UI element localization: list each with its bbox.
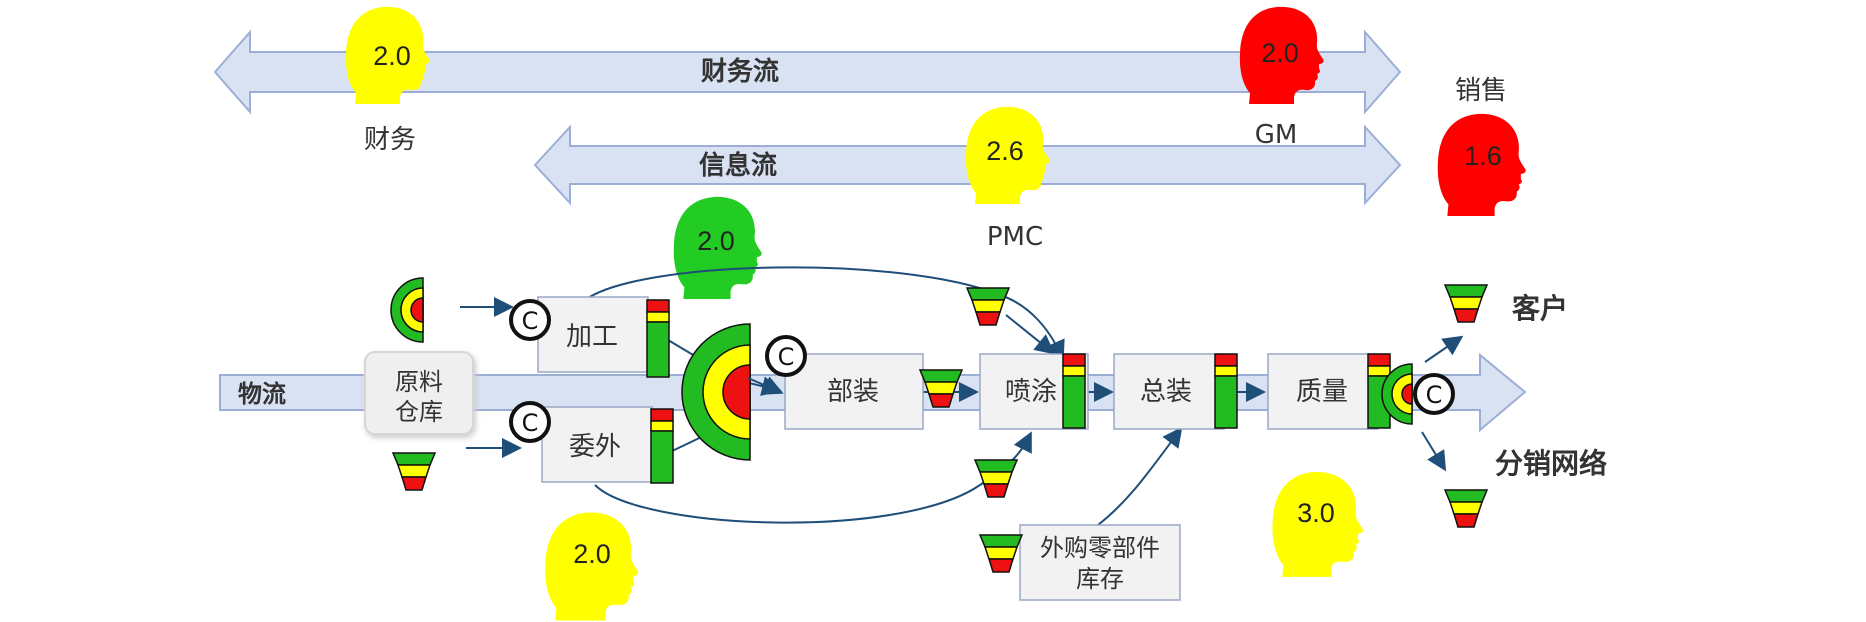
supermarket-out-arrow [747,376,784,395]
gm-head: 2.0 [1239,6,1324,105]
finance-head: 2.0 [345,6,430,105]
subassembly-control-letter: C [778,343,795,371]
purchased-parts-cup [978,534,1024,573]
quality-head-score: 3.0 [1297,498,1335,528]
quality-head: 3.0 [1272,471,1363,577]
gm-head-score: 2.0 [1261,38,1299,68]
machining-box: 加工 [537,296,649,373]
purchased-parts-box: 外购零部件 库存 [1019,524,1181,601]
subassembly-control-icon: C [765,335,807,377]
final-assembly-box: 总装 [1113,353,1225,430]
quality-label: 质量 [1296,377,1348,407]
pmc-head-score: 2.6 [986,136,1024,166]
upper-kanban-cup [965,287,1011,326]
distribution-cup [1443,489,1489,528]
raw-warehouse-line2: 仓库 [395,398,443,426]
outsource-control-icon: C [509,401,551,443]
machining-head-score: 2.0 [697,226,735,256]
quality-control-icon: C [1413,373,1455,415]
final-assembly-label: 总装 [1140,377,1192,407]
pmc-head-label: PMC [987,222,1043,252]
lower-kanban-cup [973,459,1019,498]
finance-head-label: 财务 [364,125,416,155]
outsource-head: 2.0 [545,512,639,621]
purchased-parts-line1: 外购零部件 [1040,534,1160,562]
outsource-label: 委外 [569,432,621,462]
finance-flow-label: 财务流 [701,57,779,87]
outsource-box: 委外 [541,406,653,483]
quality-box: 质量 [1267,353,1379,430]
finance-flow-arrow: 财务流 [213,29,1402,115]
machining-to-painting-curve [584,266,1065,361]
painting-label: 喷涂 [1005,377,1057,407]
subassembly-out-cup [918,369,964,408]
machining-status-bar [646,299,670,378]
upper-kanban-arrow [1005,314,1056,355]
gm-head-label: GM [1255,120,1298,150]
to-customer-arrow [1424,335,1464,363]
info-flow-label: 信息流 [699,150,777,181]
subassembly-supermarket-icon [681,323,751,461]
outsource-head-score: 2.0 [573,539,611,569]
customer-cup [1443,284,1489,323]
purchased-parts-line2: 库存 [1076,565,1124,593]
raw-warehouse-line1: 原料 [395,368,443,396]
quality-control-letter: C [1426,381,1443,409]
finance-head-score: 2.0 [373,41,411,71]
raw-warehouse-box: 原料 仓库 [364,351,474,435]
raw-inventory-cup [391,452,437,491]
sales-head-score: 1.6 [1464,141,1502,171]
sales-head-label: 销售 [1455,76,1507,106]
assembly-status-bar [1214,353,1238,429]
to-distribution-arrow [1421,431,1447,472]
machining-control-icon: C [509,299,551,341]
machining-control-letter: C [522,307,539,335]
subassembly-box: 部装 [784,353,924,430]
customer-label: 客户 [1512,292,1568,325]
quality-supermarket-icon [1381,363,1413,425]
material-flow-label: 物流 [238,380,286,408]
subassembly-label: 部装 [827,377,879,407]
painting-status-bar [1062,353,1086,429]
pmc-head: 2.6 [965,106,1050,204]
machining-label: 加工 [566,322,618,352]
outsource-status-bar [650,408,674,484]
purchased-to-assembly-arrow [1097,426,1183,526]
machining-head: 2.0 [673,196,762,299]
outsource-control-letter: C [522,409,539,437]
sales-head: 1.6 [1437,113,1526,216]
raw-supermarket-icon [390,277,424,343]
distribution-label: 分销网络 [1495,447,1607,480]
